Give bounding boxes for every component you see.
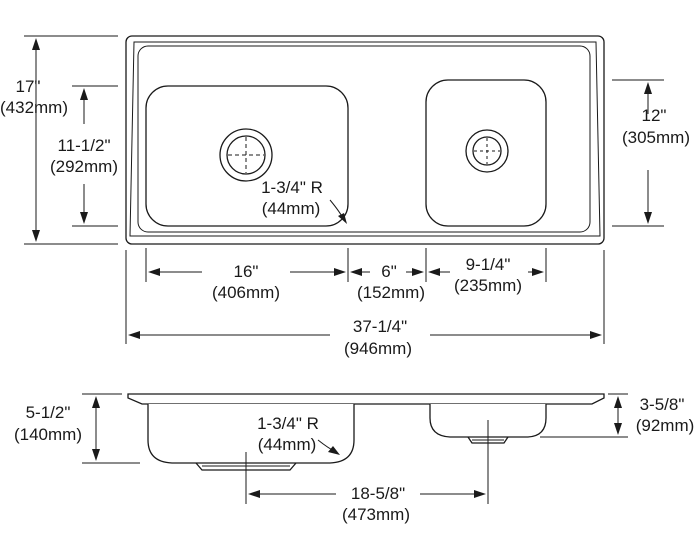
left-drain — [219, 128, 273, 182]
left-bowl-width-imperial: 16" — [234, 262, 259, 281]
sink-deck-outline — [137, 45, 591, 233]
corner-radius-imperial: 1-3/4" R — [261, 178, 323, 197]
left-bowl-height-metric: (292mm) — [50, 157, 118, 176]
left-depth-imperial: 5-1/2" — [26, 403, 71, 422]
left-depth-dim — [82, 393, 140, 464]
side-view: 5-1/2" (140mm) 3-5/8" (92mm) 1-3/4" R (4… — [14, 393, 695, 524]
right-bowl — [425, 79, 547, 227]
center-gap-metric: (152mm) — [357, 283, 425, 302]
overall-height-dim — [24, 35, 118, 245]
right-drain — [465, 129, 509, 173]
top-view: 17" (432mm) 11-1/2" (292mm) 12" (305mm) … — [0, 35, 690, 358]
bottom-radius-imperial: 1-3/4" R — [257, 414, 319, 433]
right-bowl-height-imperial: 12" — [642, 106, 667, 125]
left-bowl-width-metric: (406mm) — [212, 283, 280, 302]
side-left-bowl — [147, 404, 355, 464]
drain-spacing-metric: (473mm) — [342, 505, 410, 524]
corner-radius-metric: (44mm) — [262, 199, 321, 218]
bottom-radius-metric: (44mm) — [258, 435, 317, 454]
right-depth-imperial: 3-5/8" — [640, 395, 685, 414]
overall-height-imperial: 17" — [16, 77, 41, 96]
sink-rim-inner-edge — [129, 41, 601, 237]
center-gap-imperial: 6" — [381, 262, 397, 281]
right-depth-metric: (92mm) — [636, 416, 695, 435]
right-depth-dim — [540, 393, 628, 438]
left-bowl-height-imperial: 11-1/2" — [58, 136, 111, 155]
overall-width-imperial: 37-1/4" — [353, 317, 407, 336]
left-bowl-height-dim — [72, 85, 118, 227]
right-bowl-width-metric: (235mm) — [454, 276, 522, 295]
left-bowl — [145, 85, 349, 227]
width-dims — [125, 248, 605, 344]
overall-width-metric: (946mm) — [344, 339, 412, 358]
drain-spacing-dim — [245, 420, 489, 504]
left-depth-metric: (140mm) — [14, 425, 82, 444]
right-bowl-width-imperial: 9-1/4" — [466, 255, 511, 274]
side-rim — [127, 393, 605, 405]
drain-spacing-imperial: 18-5/8" — [351, 484, 405, 503]
right-bowl-height-metric: (305mm) — [622, 128, 690, 147]
overall-height-metric: (432mm) — [0, 98, 68, 117]
right-bowl-height-dim — [612, 79, 664, 227]
